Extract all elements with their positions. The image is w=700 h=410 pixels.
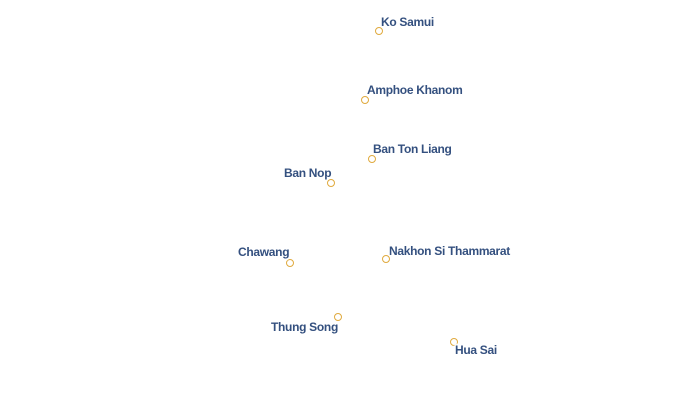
place-label: Nakhon Si Thammarat — [389, 244, 510, 258]
place-marker[interactable] — [450, 338, 458, 346]
place-marker[interactable] — [334, 313, 342, 321]
place-label: Ko Samui — [381, 15, 434, 29]
place-marker[interactable] — [286, 259, 294, 267]
place-marker[interactable] — [375, 27, 383, 35]
place-marker[interactable] — [327, 179, 335, 187]
place-marker[interactable] — [368, 155, 376, 163]
place-label: Ban Nop — [284, 166, 332, 180]
place-marker[interactable] — [382, 255, 390, 263]
place-label: Ban Ton Liang — [373, 142, 452, 156]
place-label: Chawang — [238, 245, 290, 259]
place-label: Amphoe Khanom — [367, 83, 463, 97]
place-marker[interactable] — [361, 96, 369, 104]
place-label: Hua Sai — [455, 343, 497, 357]
place-label: Thung Song — [271, 320, 338, 334]
